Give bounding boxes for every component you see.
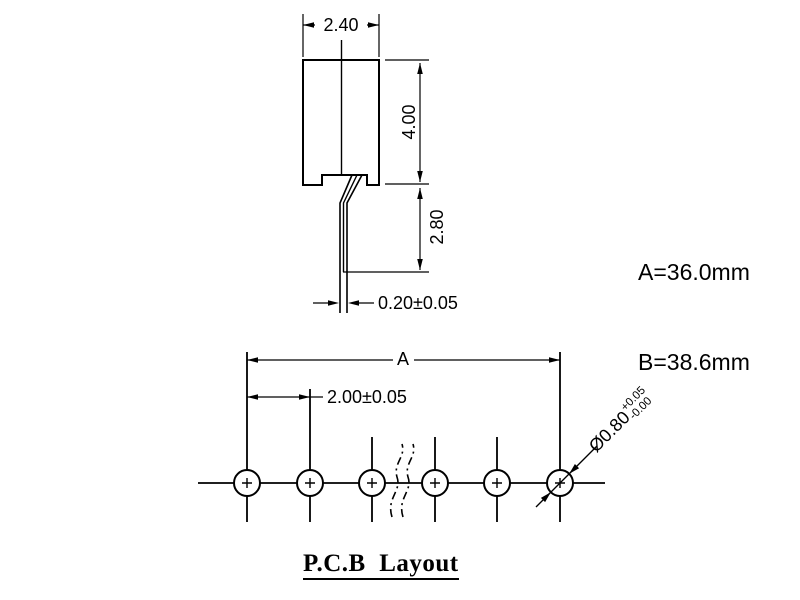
dim-label-body-height: 4.00 [399, 104, 419, 140]
arrowhead-right [368, 22, 379, 28]
notes-block: A=36.0mm B=38.6mm [638, 197, 750, 437]
note-a: A=36.0mm [638, 259, 750, 285]
arrowhead-upper [569, 464, 580, 474]
dim-span-a [247, 357, 560, 363]
break-symbol [389, 443, 415, 518]
dim-pin-length [343, 188, 429, 273]
arrowhead-left [303, 22, 314, 28]
arrowhead-left [247, 394, 258, 400]
arrowhead-up [417, 188, 423, 199]
dim-label-pitch: 2.00±0.05 [327, 387, 407, 407]
arrowhead-down [417, 171, 423, 182]
note-b: B=38.6mm [638, 349, 750, 375]
pin-edge-left [339, 174, 353, 313]
dim-label-span-a: A [396, 349, 410, 369]
arrowhead-down [417, 259, 423, 270]
arrowhead-right [299, 394, 310, 400]
side-view [302, 40, 380, 313]
arrowhead-up [417, 63, 423, 74]
pcb-layout [198, 352, 605, 522]
component-body-outline [302, 59, 380, 186]
arrowhead-right [549, 357, 560, 363]
arrowhead-right [328, 300, 339, 306]
pin-middle-line [342, 174, 358, 272]
arrowhead-left [348, 300, 359, 306]
dim-label-body-width: 2.40 [323, 15, 359, 35]
arrowhead-left [247, 357, 258, 363]
dim-label-pin-thickness: 0.20±0.05 [378, 293, 458, 313]
dim-body-width [302, 14, 380, 57]
pcb-layout-caption: P.C.B Layout [303, 551, 459, 580]
hole-centerlines [246, 352, 561, 522]
arrowhead-lower [540, 492, 551, 503]
dim-pitch [247, 394, 323, 400]
dim-pin-thickness [313, 300, 374, 306]
hole-dia-leader [535, 445, 598, 508]
dim-body-height [385, 59, 429, 185]
pin-edge-right [346, 174, 363, 313]
dim-label-pin-length: 2.80 [427, 209, 447, 245]
